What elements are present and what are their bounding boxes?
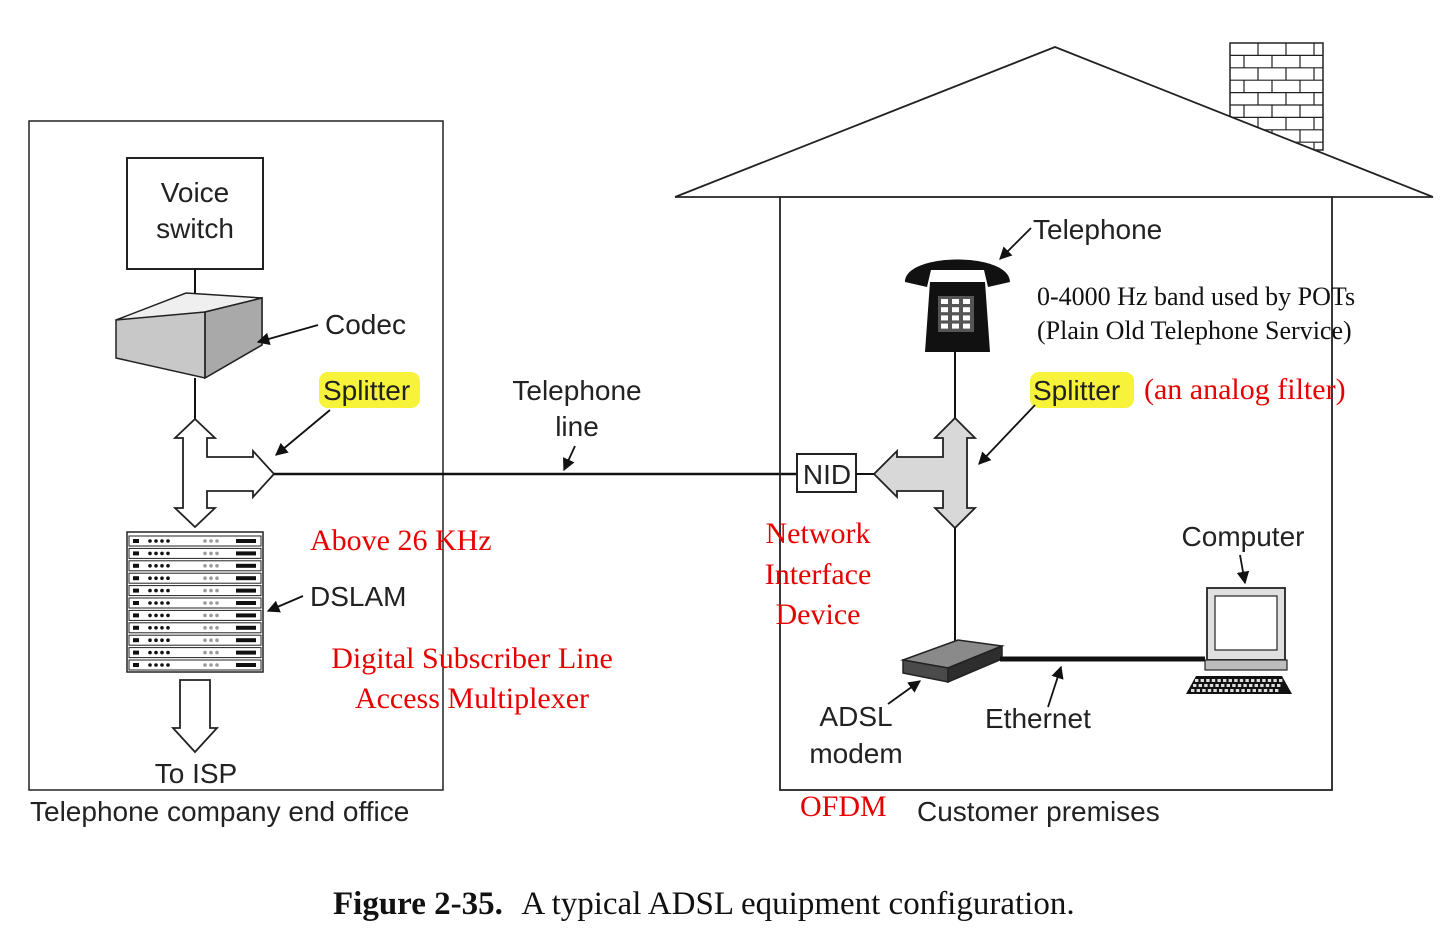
adsl-modem-label-2: modem	[809, 738, 902, 769]
computer-arrow	[1236, 554, 1250, 585]
figure-caption-text: A typical ADSL equipment configuration.	[521, 886, 1074, 922]
dslam-full-name-2: Access Multiplexer	[355, 682, 589, 715]
telephone-arrow	[999, 227, 1032, 260]
premises-caption: Customer premises	[917, 796, 1160, 827]
premises-splitter-highlight	[1030, 372, 1134, 408]
premises-splitter-arrow	[978, 404, 1036, 465]
telephone-label: Telephone	[1033, 214, 1162, 245]
to-isp-label: To ISP	[155, 758, 237, 789]
nid-full-name-1: Network	[766, 517, 871, 550]
codec-icon	[115, 292, 263, 380]
voice-switch-label-2: switch	[156, 213, 234, 244]
figure-number: Figure 2-35.	[333, 886, 503, 922]
adsl-modem-label-1: ADSL	[819, 701, 892, 732]
office-splitter-label: Splitter	[323, 375, 410, 406]
telephone-line-label-1: Telephone	[512, 375, 641, 406]
office-splitter-icon	[172, 417, 276, 529]
ethernet-label: Ethernet	[985, 703, 1091, 734]
ofdm-note: OFDM	[800, 790, 887, 823]
nid-full-name-3: Device	[776, 598, 861, 631]
splitter-note: (an analog filter)	[1144, 373, 1346, 406]
dslam-label: DSLAM	[310, 581, 406, 612]
telephone-icon	[905, 259, 1010, 352]
codec-label: Codec	[325, 309, 406, 340]
modem-arrow	[887, 680, 922, 705]
above-26khz-note: Above 26 KHz	[310, 524, 492, 557]
figure-caption: Figure 2-35. A typical ADSL equipment co…	[333, 886, 1075, 922]
house-walls	[779, 196, 1333, 791]
codec-arrow	[256, 324, 319, 345]
premises-splitter-label: Splitter	[1033, 375, 1120, 406]
computer-label: Computer	[1182, 521, 1305, 552]
house-roof	[674, 46, 1434, 198]
computer-icon	[1186, 587, 1292, 694]
ethernet-arrow	[1047, 665, 1064, 708]
pots-note-1: 0-4000 Hz band used by POTs	[1037, 282, 1355, 311]
pots-note-2: (Plain Old Telephone Service)	[1037, 316, 1352, 345]
adsl-modem-icon	[900, 639, 1005, 684]
nid-box	[796, 453, 857, 493]
nid-label: NID	[803, 459, 851, 490]
end-office-box	[28, 120, 444, 791]
office-splitter-arrow	[275, 409, 331, 456]
dslam-rack-icon	[126, 531, 264, 673]
dslam-full-name-1: Digital Subscriber Line	[331, 642, 613, 675]
telephone-line-label-2: line	[555, 411, 599, 442]
dslam-arrow	[266, 595, 304, 613]
end-office-caption: Telephone company end office	[30, 796, 409, 827]
to-isp-arrow	[170, 679, 220, 754]
office-splitter-highlight	[319, 372, 420, 408]
telephone-line-arrow	[562, 445, 576, 472]
premises-splitter-icon	[872, 416, 978, 530]
nid-full-name-2: Interface	[765, 558, 872, 591]
voice-switch-label-1: Voice	[161, 177, 230, 208]
